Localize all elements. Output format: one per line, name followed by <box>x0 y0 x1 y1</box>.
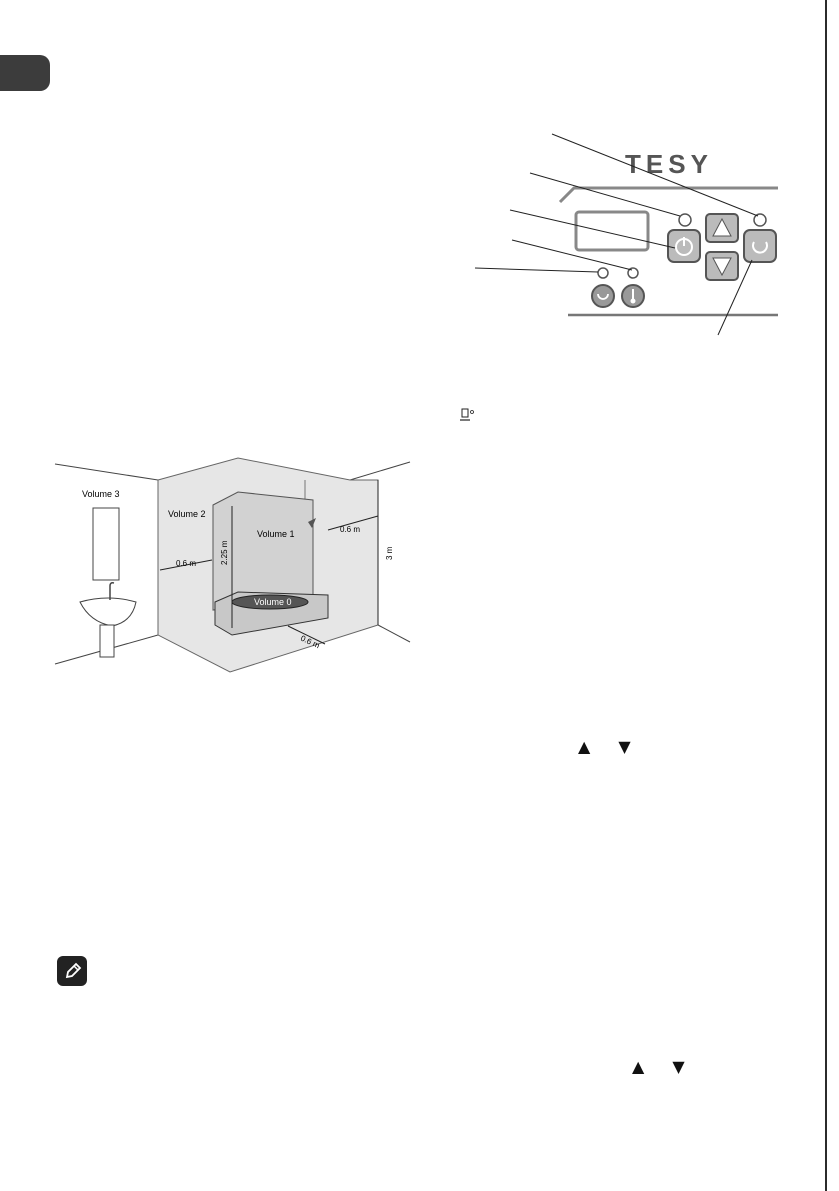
tank-symbol-icon <box>460 408 474 421</box>
up-arrow-icon <box>712 217 732 237</box>
arrow-glyph-pair-2: ▲ ▼ <box>632 1058 685 1076</box>
eco-led <box>753 213 767 227</box>
bathroom-volumes-figure: Volume 3 Volume 2 Volume 1 Volume 0 0.6 … <box>54 457 411 673</box>
mode-icon <box>597 293 609 300</box>
pencil-icon <box>57 956 87 986</box>
shower-head-icon <box>308 518 316 528</box>
down-arrow-icon <box>712 257 732 277</box>
eco-icon <box>752 241 768 254</box>
label-dim-left: 0.6 m <box>176 559 196 568</box>
brand-logo: TESY <box>625 149 713 179</box>
label-volume-2: Volume 2 <box>168 509 206 519</box>
leader-line-3 <box>509 209 676 249</box>
label-volume-0: Volume 0 <box>254 597 292 607</box>
leader-line-5 <box>474 267 599 273</box>
eco-button <box>743 229 777 263</box>
mirror <box>92 507 120 581</box>
leader-line-2 <box>529 172 681 217</box>
leader-line-6 <box>717 259 753 336</box>
sink <box>79 597 137 627</box>
floor-line-right <box>377 624 411 643</box>
display-window <box>574 210 650 252</box>
ceiling-line-right <box>349 461 411 481</box>
volume-1-zone <box>212 491 314 611</box>
label-dim-right: 0.6 m <box>340 525 360 534</box>
power-led <box>678 213 692 227</box>
sink-pedestal <box>99 624 115 658</box>
arrow-down-icon: ▼ <box>618 737 631 756</box>
leader-line-1 <box>551 133 759 217</box>
temp-led <box>627 267 639 279</box>
leader-line-4 <box>511 239 633 271</box>
label-volume-3: Volume 3 <box>82 489 120 499</box>
right-margin-line <box>825 0 827 1191</box>
ceiling-line-left <box>54 463 159 481</box>
arrow-glyph-pair-1: ▲ ▼ <box>578 738 631 756</box>
arrow-up-icon: ▲ <box>632 1057 645 1076</box>
control-panel-figure: TESY <box>474 133 778 336</box>
panel-top-edge <box>558 186 778 204</box>
mode-led <box>597 267 609 279</box>
mode-button <box>591 284 615 308</box>
arrow-up-icon: ▲ <box>578 737 591 756</box>
faucet <box>109 582 115 600</box>
arrow-down-icon: ▼ <box>672 1057 685 1076</box>
page-tab-marker <box>0 55 50 91</box>
label-volume-1: Volume 1 <box>257 529 295 539</box>
label-dim-height-total: 3 m <box>385 546 394 560</box>
label-dim-height-inner: 2.25 m <box>220 540 229 565</box>
